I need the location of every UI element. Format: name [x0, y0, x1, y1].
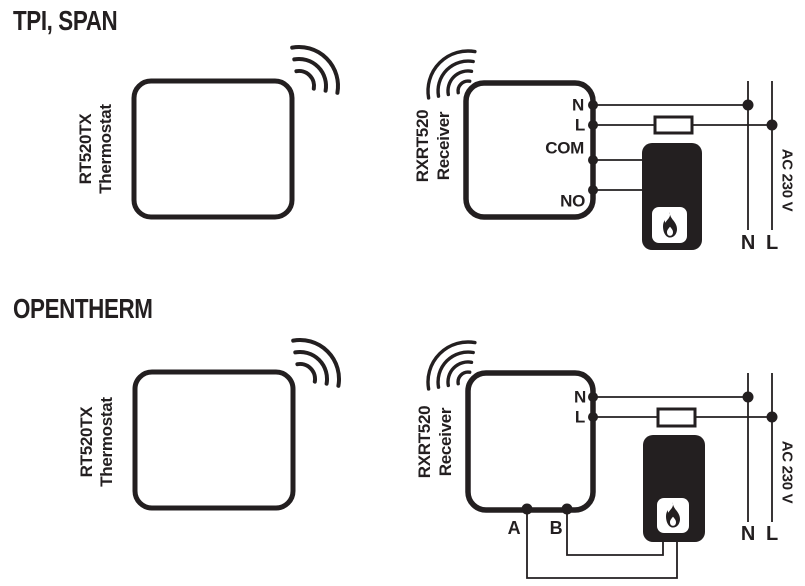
mains-label-l: L	[766, 523, 778, 545]
flame-core	[667, 226, 673, 236]
terminal-label-l: L	[575, 116, 585, 135]
wifi-wave	[456, 370, 472, 386]
terminal-label-n: N	[572, 96, 584, 115]
wifi-wave	[290, 45, 340, 95]
terminal-dot-b	[561, 503, 573, 515]
junction-dot-n	[742, 99, 754, 111]
receiver-type-label: Receiver	[434, 111, 453, 180]
thermostat-model-label: RT520TX	[77, 406, 96, 478]
terminal-label-n: N	[574, 388, 586, 407]
thermostat-type-label: Thermostat	[97, 397, 116, 487]
thermostat-model-label: RT520TX	[76, 113, 95, 185]
flame-outline	[666, 502, 680, 528]
wire-a	[526, 509, 678, 579]
wifi-wave	[291, 338, 341, 388]
wifi-wave	[426, 340, 477, 391]
flame-icon	[666, 502, 680, 528]
terminal-label-no: NO	[560, 192, 585, 211]
junction-dot-l	[766, 411, 778, 423]
wifi-signal-icon	[426, 340, 477, 391]
fuse-symbol	[653, 115, 694, 135]
terminal-dot-n	[588, 392, 598, 402]
wifi-wave	[446, 360, 474, 388]
wifi-wave	[295, 361, 318, 384]
thermostat-type-label: Thermostat	[96, 104, 115, 194]
wifi-wave	[426, 49, 477, 100]
wifi-signal-icon	[291, 338, 341, 388]
terminal-dot-com	[588, 155, 598, 165]
mains-label-l: L	[766, 232, 778, 254]
flame-core	[670, 516, 676, 526]
flame-icon	[663, 212, 677, 238]
receiver-box	[463, 80, 596, 220]
terminal-dot-a	[521, 503, 533, 515]
receiver-model-label: RXRT520	[413, 110, 432, 183]
wifi-signal-icon	[426, 49, 477, 100]
terminal-label-b: B	[550, 518, 563, 538]
receiver-model-label: RXRT520	[415, 406, 434, 479]
terminal-label-a: A	[508, 518, 521, 538]
mains-voltage-label: AC 230 V	[779, 149, 796, 212]
wifi-wave	[436, 350, 475, 389]
wire-b	[566, 509, 664, 556]
wifi-wave	[293, 349, 330, 386]
thermostat-box	[131, 78, 295, 220]
wifi-wave	[436, 59, 475, 98]
wifi-wave	[456, 79, 472, 95]
section-heading-opentherm: OPENTHERM	[13, 293, 153, 324]
mains-label-n: N	[741, 232, 755, 254]
diagram-tpi-span: RT520TX Thermostat RX	[76, 45, 796, 254]
wifi-wave	[292, 56, 329, 93]
wifi-signal-icon	[290, 45, 340, 95]
junction-dot-n	[742, 391, 754, 403]
terminal-dot-no	[588, 185, 598, 195]
mains-label-n: N	[741, 523, 755, 545]
wifi-wave	[446, 69, 474, 97]
terminal-dot-l	[588, 120, 598, 130]
diagram-opentherm: RT520TX Thermostat RXRT520 Receiver	[77, 338, 796, 579]
junction-dot-l	[766, 119, 778, 131]
wifi-wave	[294, 68, 317, 91]
terminal-dot-l	[588, 412, 598, 422]
flame-outline	[663, 212, 677, 238]
terminal-dot-n	[588, 100, 598, 110]
receiver-type-label: Receiver	[436, 407, 455, 476]
fuse-symbol	[656, 407, 697, 428]
thermostat-box	[132, 369, 296, 511]
section-heading-tpi-span: TPI, SPAN	[13, 5, 118, 36]
terminal-label-com: COM	[545, 139, 584, 158]
mains-voltage-label: AC 230 V	[779, 441, 796, 504]
terminal-label-l: L	[575, 408, 585, 427]
